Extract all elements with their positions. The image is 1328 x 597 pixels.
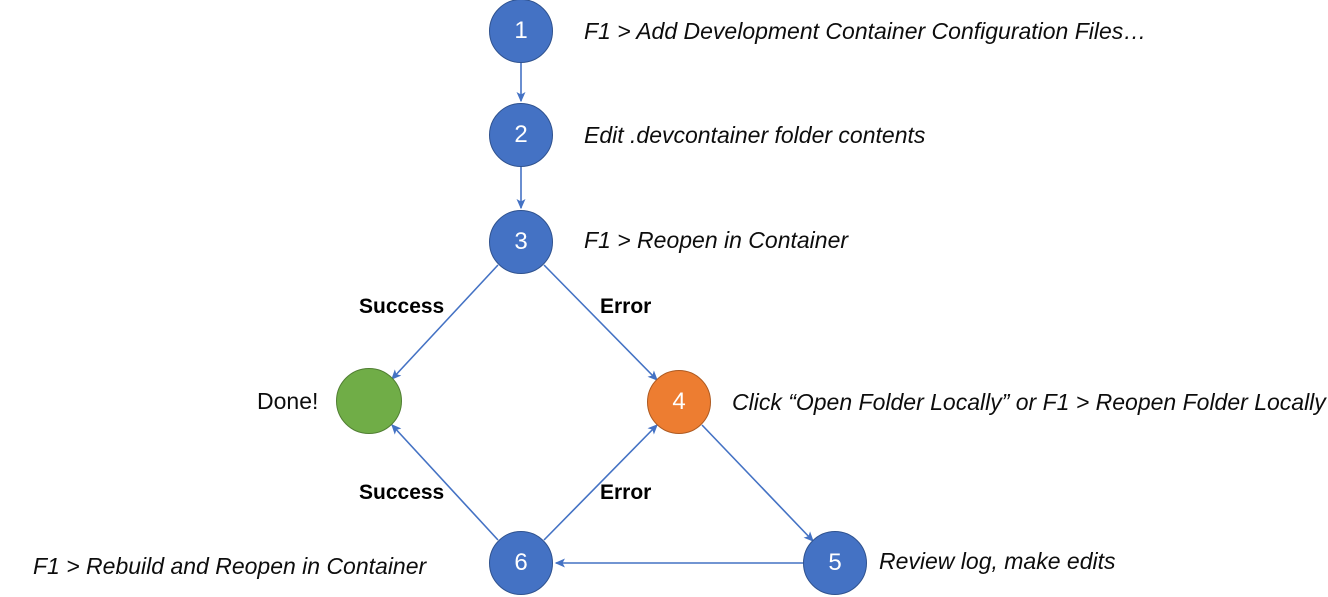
edge-n3-done	[391, 264, 499, 380]
edge-n6-done	[391, 424, 499, 541]
edge-label-error-top: Error	[600, 295, 652, 318]
step-label-5: Review log, make edits	[879, 548, 1116, 574]
node-step-4[interactable]: 4	[647, 370, 711, 434]
edge-label-success-top: Success	[359, 295, 445, 318]
node-step-3-label: 3	[514, 228, 528, 255]
step-label-1: F1 > Add Development Container Configura…	[584, 18, 1147, 44]
edge-n3-n4	[543, 264, 658, 381]
node-done[interactable]	[336, 368, 402, 434]
step-label-2: Edit .devcontainer folder contents	[584, 122, 926, 148]
step-label-6: F1 > Rebuild and Reopen in Container	[33, 553, 427, 579]
node-step-2-label: 2	[514, 121, 528, 148]
edge-n4-n5	[701, 424, 814, 542]
node-step-4-label: 4	[672, 388, 686, 415]
node-step-5-label: 5	[828, 549, 842, 576]
step-label-4: Click “Open Folder Locally” or F1 > Reop…	[732, 389, 1326, 415]
done-text-label: Done!	[257, 388, 319, 414]
step-label-3: F1 > Reopen in Container	[584, 227, 849, 253]
node-step-5[interactable]: 5	[803, 531, 867, 595]
node-step-2[interactable]: 2	[489, 103, 553, 167]
edge-n6-n4	[543, 424, 658, 541]
node-step-1[interactable]: 1	[489, 0, 553, 63]
edge-label-error-bottom: Error	[600, 481, 652, 504]
node-step-1-label: 1	[514, 17, 528, 44]
node-step-3[interactable]: 3	[489, 210, 553, 274]
node-step-6-label: 6	[514, 549, 528, 576]
node-step-6[interactable]: 6	[489, 531, 553, 595]
edge-label-success-bottom: Success	[359, 481, 445, 504]
